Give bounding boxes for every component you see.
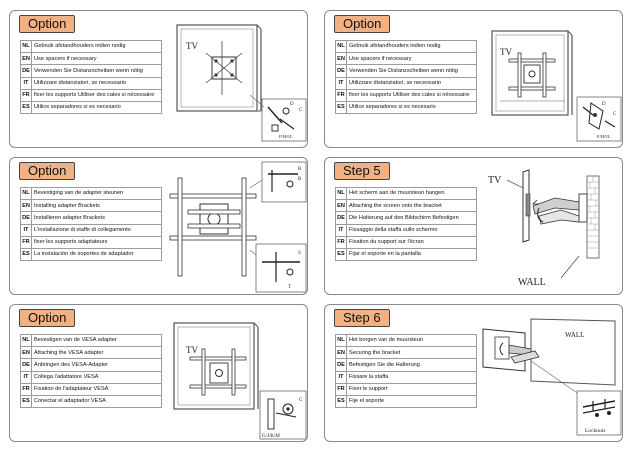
lang-text: Utilice separadores si es necesario bbox=[31, 100, 162, 115]
vesa-adapter-illustration: TV C G/J/K/M bbox=[173, 322, 307, 440]
lang-text: Conectar el adaptador VESA bbox=[31, 394, 162, 409]
adapter-bracket-illustration: B R S T bbox=[169, 161, 307, 293]
panel-tag: Option bbox=[19, 162, 76, 180]
tv-bracket-spacer-illustration: TV D C F/H/I/L bbox=[491, 30, 622, 142]
panel-tag: Step 6 bbox=[334, 309, 390, 327]
secure-bracket-illustration: WALL Locknuts bbox=[482, 318, 622, 436]
hang-screen-illustration: TV WALL bbox=[488, 169, 600, 288]
tv-spacer-illustration: TV D C F/H/I/L bbox=[176, 24, 307, 142]
wall-label: WALL bbox=[518, 277, 546, 288]
part-b-label: B bbox=[298, 167, 302, 172]
part-code-label: G/J/K/M bbox=[262, 434, 280, 439]
tv-label: TV bbox=[488, 175, 502, 186]
lang-text: La instalación de soportes de adaptador bbox=[31, 247, 162, 262]
tv-label: TV bbox=[500, 47, 512, 57]
part-c-label: C bbox=[613, 112, 617, 117]
part-r-label: R bbox=[298, 177, 302, 182]
part-s-label: S bbox=[298, 251, 301, 256]
lang-text: Fije el soporte bbox=[346, 394, 477, 409]
part-code-label: F/H/I/L bbox=[279, 134, 293, 139]
part-code-label: F/H/I/L bbox=[597, 134, 611, 139]
panel-tag: Step 5 bbox=[334, 162, 390, 180]
part-t-label: T bbox=[288, 285, 291, 290]
part-c-label: C bbox=[299, 108, 303, 113]
wall-label: WALL bbox=[565, 331, 584, 339]
lang-text: Fijar el soporte en la pantalla bbox=[346, 247, 477, 262]
panel-tag: Option bbox=[334, 15, 391, 33]
lang-code: ES bbox=[20, 100, 32, 115]
part-c-label: C bbox=[299, 398, 303, 403]
locknuts-label: Locknuts bbox=[585, 428, 605, 434]
part-d-label: D bbox=[602, 102, 606, 107]
panel-tag: Option bbox=[19, 309, 76, 327]
tv-label: TV bbox=[186, 41, 198, 51]
tv-label: TV bbox=[186, 345, 198, 355]
lang-text: Utilice separadores si es necesario bbox=[346, 100, 477, 115]
panel-tag: Option bbox=[19, 15, 76, 33]
part-d-label: D bbox=[290, 102, 294, 107]
